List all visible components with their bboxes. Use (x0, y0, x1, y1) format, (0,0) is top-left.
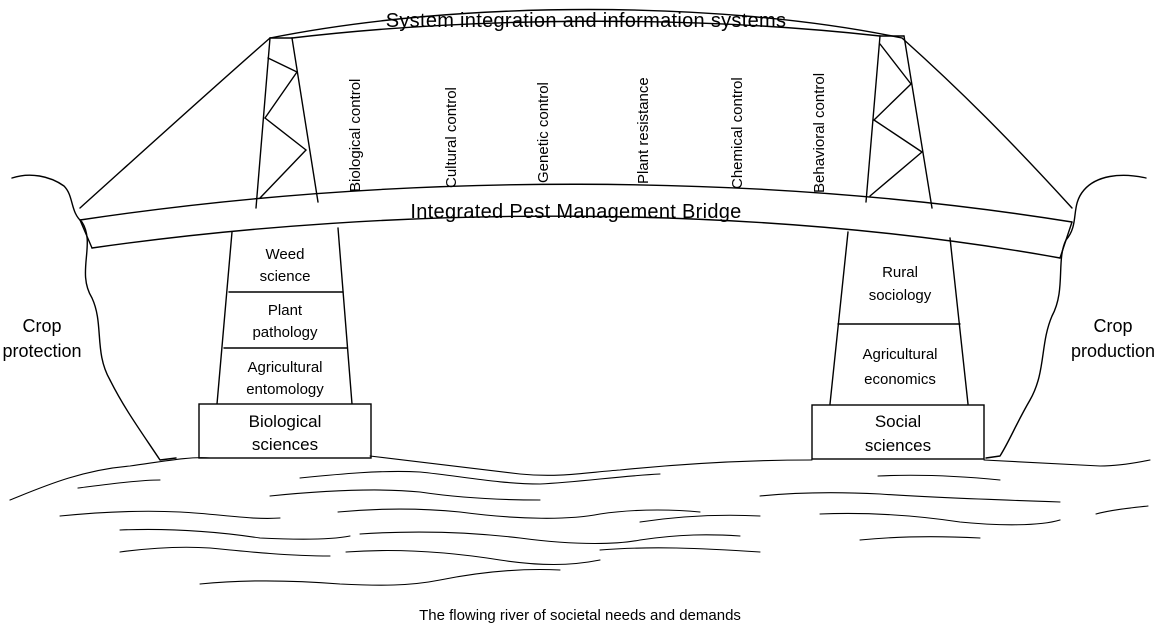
left-pier-tier-3-line-2: entomology (246, 381, 324, 398)
control-method-chemical: Chemical control (729, 77, 746, 189)
left-pier-tier-2-line-1: Plant (268, 302, 303, 319)
left-cliff (11, 174, 177, 461)
control-method-biological: Biological control (347, 79, 364, 192)
right-bank-line-1: Crop (1093, 316, 1132, 336)
deck-left-end (79, 219, 93, 249)
control-method-labels: Biological control Cultural control Gene… (347, 73, 828, 193)
right-cable (901, 37, 1073, 209)
left-bank-line-2: protection (2, 341, 81, 361)
left-cable (79, 37, 271, 209)
left-pier-base-line-1: Biological (249, 412, 322, 431)
deck-bottom (91, 215, 1061, 259)
control-method-cultural: Cultural control (443, 87, 460, 188)
left-pier-base: Biological sciences (198, 403, 372, 459)
right-tower (865, 35, 933, 209)
deck-top (79, 183, 1073, 223)
control-method-genetic: Genetic control (535, 82, 552, 183)
left-pier: Weed science Plant pathology Agricultura… (216, 227, 353, 405)
right-pier-tier-2-line-2: economics (864, 371, 936, 388)
control-method-plant-resistance: Plant resistance (635, 77, 652, 184)
left-tower (255, 37, 319, 209)
right-pier-base-line-1: Social (875, 412, 921, 431)
left-pier-tier-1-line-2: science (260, 268, 311, 285)
left-pier-tier-2-line-2: pathology (252, 324, 318, 341)
top-chord-upper (269, 8, 903, 39)
river-label: The flowing river of societal needs and … (419, 607, 741, 624)
left-pier-base-line-2: sciences (252, 435, 318, 454)
right-pier-base-line-2: sciences (865, 436, 931, 455)
top-chord-label: System integration and information syste… (386, 10, 787, 32)
right-pier-tier-2-line-1: Agricultural (862, 346, 937, 363)
right-pier: Rural sociology Agricultural economics (829, 231, 969, 405)
river-waves (9, 455, 1151, 586)
deck-label: Integrated Pest Management Bridge (410, 201, 741, 223)
right-bank-line-2: production (1071, 341, 1155, 361)
left-bank-line-1: Crop (22, 316, 61, 336)
deck-right-end (1059, 221, 1073, 259)
control-method-behavioral: Behavioral control (811, 73, 828, 193)
top-chord-lower (291, 20, 881, 39)
left-pier-tier-3-line-1: Agricultural (247, 359, 322, 376)
left-pier-tier-1-line-1: Weed (266, 246, 305, 263)
right-cliff (985, 174, 1147, 459)
right-pier-base: Social sciences (811, 404, 985, 460)
right-pier-tier-1-line-2: sociology (869, 287, 932, 304)
right-pier-tier-1-line-1: Rural (882, 264, 918, 281)
